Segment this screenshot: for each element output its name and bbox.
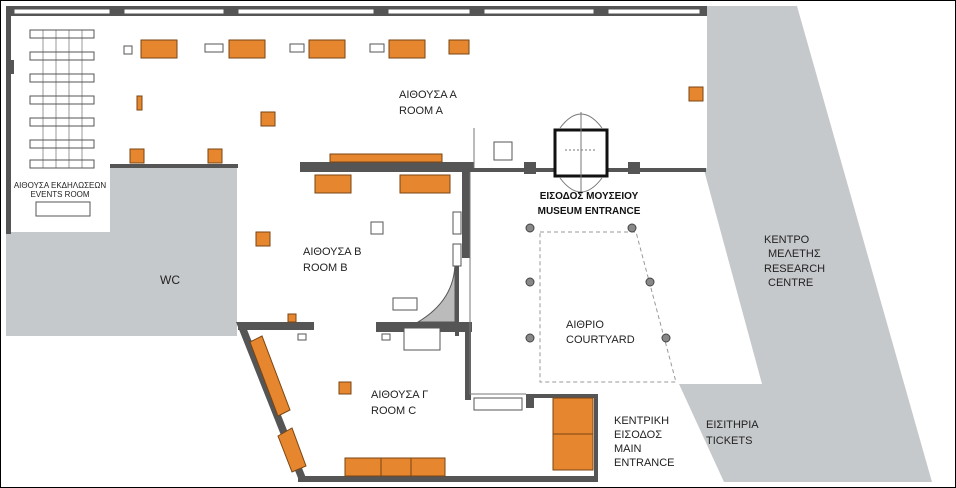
entrance-pillar-right — [628, 162, 640, 174]
research-centre-label-en-1: RESEARCH — [764, 263, 825, 275]
courtyard-path-outline — [539, 231, 677, 383]
research-centre-zone — [679, 6, 932, 482]
fixtures — [123, 43, 513, 351]
exhibit-case — [399, 174, 451, 194]
courtyard-columns — [525, 223, 671, 343]
room-c-bottom-wall — [298, 476, 596, 482]
courtyard-label-en: COURTYARD — [566, 334, 635, 346]
room-c-label-en: ROOM C — [371, 405, 416, 417]
reception-desk — [473, 397, 523, 411]
events-seat-dividers — [42, 30, 83, 168]
courtyard-outline — [469, 172, 526, 395]
events-room-label-en: EVENTS ROOM — [30, 190, 89, 199]
room-a-bottom-wall — [110, 164, 238, 168]
room-b-label-gr: ΑΙΘΟΥΣΑ Β — [303, 246, 361, 258]
wc-label: WC — [160, 273, 180, 287]
exhibit-case — [255, 231, 271, 247]
left-wall — [6, 6, 11, 234]
tickets-label-gr: ΕΙΣΙΤΗΡΙΑ — [706, 419, 759, 431]
main-entrance-label-gr-2: ΕΙΣΟΔΟΣ — [614, 429, 662, 441]
research-centre-label-gr-2: ΜΕΛΕΤΗΣ — [768, 248, 821, 260]
exhibit-case — [140, 39, 178, 59]
events-screen — [35, 201, 91, 217]
wc-zone — [6, 166, 237, 336]
main-entrance-label-en-2: ENTRANCE — [614, 457, 675, 469]
column — [525, 277, 535, 287]
main-entrance-wall — [526, 394, 534, 408]
main-entrance-label-gr-1: ΚΕΝΤΡΙΚΗ — [614, 415, 669, 427]
room-b-label-en: ROOM B — [303, 262, 348, 274]
museum-entrance-label-gr: ΕΙΣΟΔΟΣ ΜΟΥΣΕΙΟΥ — [540, 191, 639, 202]
courtyard-label-gr: ΑΙΘΡΙΟ — [566, 319, 604, 331]
room-c-label-gr: ΑΙΘΟΥΣΑ Γ — [371, 389, 428, 401]
top-windows — [13, 8, 701, 15]
tickets-label-en: TICKETS — [706, 435, 752, 447]
exhibit-case — [308, 39, 346, 59]
exhibit-case — [344, 457, 446, 477]
left-wall-pillar — [6, 60, 14, 74]
exhibit-case — [277, 427, 307, 473]
column — [525, 223, 535, 233]
room-a-label-en: ROOM A — [399, 105, 444, 117]
exhibit-case — [287, 313, 297, 323]
room-c-corridor-wall — [534, 394, 596, 398]
museum-entrance-label-en: MUSEUM ENTRANCE — [538, 206, 641, 217]
room-b-top-wall — [300, 162, 474, 172]
column — [661, 333, 671, 343]
exhibit-case — [260, 111, 276, 127]
room-b-right-wall-lower — [455, 258, 459, 336]
exhibit-case — [249, 335, 291, 417]
research-centre-label-gr-1: ΚΕΝΤΡΟ — [764, 234, 810, 246]
revolving-door-icon — [559, 112, 603, 196]
exhibit-case — [338, 381, 352, 395]
exhibit-case — [129, 148, 145, 164]
events-room-seating — [29, 29, 95, 169]
research-centre-label-en-2: CENTRE — [768, 277, 813, 289]
room-a-label-gr: ΑΙΘΟΥΣΑ Α — [399, 89, 457, 101]
exhibit-case — [136, 95, 143, 111]
room-c-top-wall-right — [376, 322, 472, 332]
column — [627, 223, 637, 233]
exhibit-case — [388, 39, 426, 59]
exhibit-case — [448, 39, 470, 55]
main-entrance-label-en-1: MAIN — [614, 443, 642, 455]
events-room-label-gr: ΑΙΘΟΥΣΑ ΕΚΔΗΛΩΣΕΩΝ — [14, 181, 107, 190]
exhibit-case — [688, 86, 704, 102]
column — [525, 333, 535, 343]
entrance-pillar-left — [524, 162, 536, 174]
room-c-top-wall-left — [238, 322, 314, 330]
column — [645, 277, 655, 287]
exhibit-case — [207, 148, 223, 164]
exhibit-case — [314, 174, 352, 194]
exhibit-case-dividers — [380, 433, 593, 476]
exhibit-case — [329, 153, 443, 163]
exhibit-case — [228, 39, 266, 59]
room-c-entrance-post — [594, 394, 598, 482]
room-c-right-wall — [465, 330, 471, 400]
room-b-right-wall — [462, 168, 470, 258]
